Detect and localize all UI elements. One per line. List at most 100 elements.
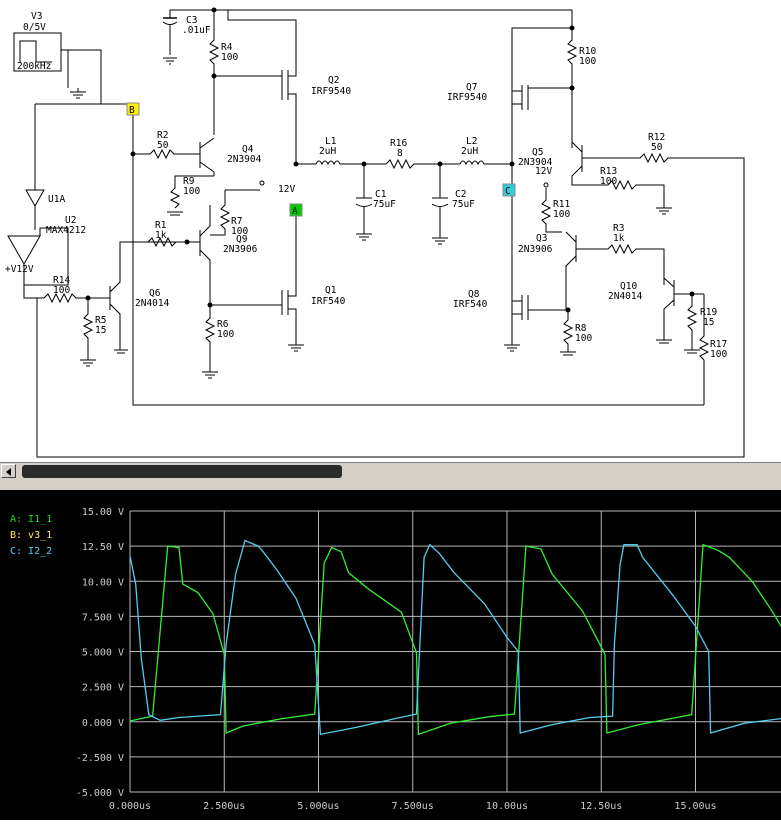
r19-value: 15: [703, 317, 714, 328]
r9-value: 100: [183, 186, 200, 197]
c1-name: C1: [375, 189, 387, 200]
q6-transistor: [109, 241, 180, 350]
schematic-svg[interactable]: B A C V3 0/5V 200kHz C3 .01uF R4 100 Q2 …: [0, 0, 781, 462]
r3-resistor: [576, 243, 665, 285]
q2-mosfet: [281, 60, 297, 165]
l1-value: 2uH: [319, 146, 336, 157]
c2-value: 75uF: [452, 199, 475, 210]
r6-resistor: [204, 305, 216, 372]
y-tick-label: 5.000 V: [82, 648, 124, 659]
probe-c-marker[interactable]: [502, 183, 516, 197]
r8-resistor: [562, 310, 574, 352]
r10-value: 100: [579, 56, 596, 67]
r1-resistor: [147, 236, 200, 248]
r12-resistor: [582, 152, 676, 164]
r14-name: R14: [53, 275, 70, 286]
r19-name: R19: [700, 307, 717, 318]
q2-value: IRF9540: [311, 86, 351, 97]
l2-name: L2: [466, 136, 477, 147]
r6-value: 100: [217, 329, 234, 340]
y-tick-label: 2.500 V: [82, 683, 124, 694]
c1-capacitor: [355, 164, 373, 234]
q8-mosfet: [512, 295, 568, 320]
r4-resistor: [208, 10, 220, 135]
r5-resistor: [82, 298, 94, 360]
probe-b-marker[interactable]: [126, 102, 140, 116]
legend-entry: B: v3_1: [10, 530, 52, 541]
c1-value: 75uF: [373, 199, 396, 210]
u2-value: MAX4212: [46, 225, 86, 236]
q6-name: Q6: [149, 288, 161, 299]
probe-a-label: A: [292, 206, 298, 217]
r11-resistor: [540, 188, 562, 233]
q1-value: IRF540: [311, 296, 346, 307]
r11-value: 100: [553, 209, 570, 220]
c2-name: C2: [455, 189, 466, 200]
r10-name: R10: [579, 46, 596, 57]
plot-legend: A: I1_1 B: v3_1 C: I2_2: [10, 514, 52, 557]
q5-name: Q5: [532, 147, 543, 158]
u2-opamp-symbol: [7, 235, 41, 266]
v3-source-box[interactable]: [13, 32, 62, 72]
r3-name: R3: [613, 223, 624, 234]
r8-value: 100: [575, 333, 592, 344]
r16-resistor: [385, 158, 460, 170]
probe-b-label: B: [129, 105, 135, 116]
r8-name: R8: [575, 323, 587, 334]
q8-name: Q8: [468, 289, 480, 300]
plot-grid: [129, 510, 781, 793]
r14-resistor: [43, 292, 110, 304]
c2-capacitor: [431, 164, 449, 238]
r6-name: R6: [217, 319, 229, 330]
legend-entry: C: I2_2: [10, 546, 52, 557]
q4-value: 2N3904: [227, 154, 262, 165]
r9-name: R9: [183, 176, 195, 187]
probe-a-marker[interactable]: [289, 203, 303, 217]
r12-value: 50: [651, 142, 663, 153]
r16-name: R16: [390, 138, 407, 149]
q7-value: IRF9540: [447, 92, 487, 103]
r13-value: 100: [600, 176, 617, 187]
u2-name: U2: [65, 215, 76, 226]
r7-name: R7: [231, 216, 242, 227]
r5-value: 15: [95, 325, 106, 336]
r16-value: 8: [397, 148, 403, 159]
q3-transistor: [565, 231, 577, 310]
series-line-c: [129, 539, 781, 736]
scroll-left-arrow-icon[interactable]: [1, 464, 16, 478]
q7-name: Q7: [466, 82, 477, 93]
v3-value: 0/5V: [23, 22, 46, 33]
r17-name: R17: [710, 339, 727, 350]
x-tick-label: 15.00us: [674, 801, 716, 812]
r7-value: 100: [231, 226, 248, 237]
y-tick-label: 10.00 V: [82, 577, 124, 588]
r1-name: R1: [155, 220, 167, 231]
r17-value: 100: [710, 349, 727, 360]
y-tick-label: 15.00 V: [82, 507, 124, 518]
l1-inductor: [296, 160, 386, 166]
supply-left-label: 12V: [278, 184, 295, 195]
x-tick-label: 12.50us: [580, 801, 622, 812]
q4-transistor: [199, 137, 215, 176]
probe-c-label: C: [505, 186, 511, 197]
r4-name: R4: [221, 42, 233, 53]
u1a-buffer-symbol: [25, 189, 45, 208]
q6-value: 2N4014: [135, 298, 170, 309]
horizontal-scrollbar[interactable]: [0, 462, 781, 480]
r11-name: R11: [553, 199, 570, 210]
scroll-thumb[interactable]: [22, 465, 342, 478]
legend-entry: A: I1_1: [10, 514, 52, 525]
q5-value: 2N3904: [518, 157, 553, 168]
r13-name: R13: [600, 166, 617, 177]
y-tick-label: 0.000 V: [82, 718, 124, 729]
oscilloscope-plot[interactable]: 15.00 V12.50 V10.00 V7.500 V5.000 V2.500…: [0, 490, 781, 820]
l2-value: 2uH: [461, 146, 478, 157]
q1-mosfet: [281, 210, 297, 345]
y-axis-ticks: 15.00 V12.50 V10.00 V7.500 V5.000 V2.500…: [76, 507, 124, 799]
r17-resistor: [698, 294, 710, 405]
v3-freq: 200kHz: [17, 61, 51, 72]
schematic-canvas[interactable]: B A C V3 0/5V 200kHz C3 .01uF R4 100 Q2 …: [0, 0, 781, 462]
series-line-a: [129, 543, 781, 736]
